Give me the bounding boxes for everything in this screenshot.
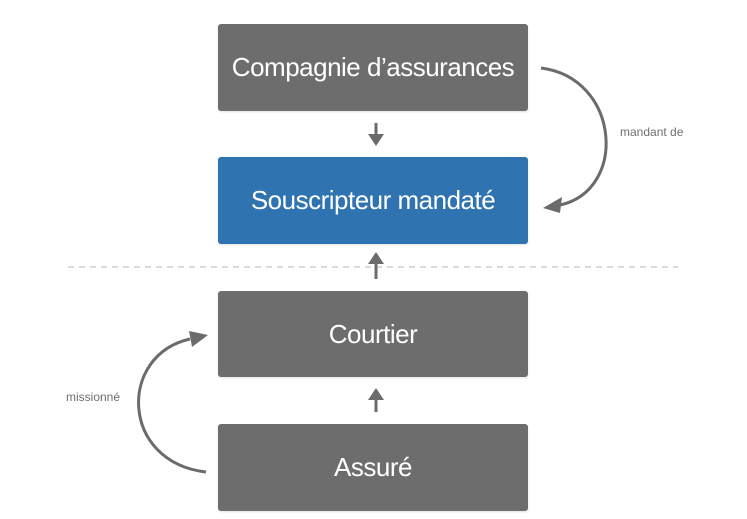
- arrow-down-icon: [368, 123, 384, 146]
- node-souscripteur-mandate: Souscripteur mandaté: [218, 157, 528, 244]
- curved-arrow-mandant-icon: [540, 66, 608, 213]
- relation-label-missionne: missionné: [66, 390, 121, 404]
- arrow-up-icon: [368, 252, 384, 279]
- node-label-assure: Assuré: [334, 452, 412, 482]
- node-label-courtier: Courtier: [328, 318, 418, 349]
- node-assure: Assuré: [218, 424, 528, 511]
- node-courtier: Courtier: [218, 291, 528, 377]
- curved-arrow-missionne-icon: [137, 331, 208, 474]
- arrow-up-icon: [368, 388, 384, 412]
- node-compagnie-assurances: Compagnie d’assurances: [218, 24, 528, 111]
- relation-label-mandant-de: mandant de: [620, 125, 684, 139]
- node-label-compagnie: Compagnie d’assurances: [231, 52, 515, 82]
- node-label-souscripteur: Souscripteur mandaté: [250, 185, 496, 215]
